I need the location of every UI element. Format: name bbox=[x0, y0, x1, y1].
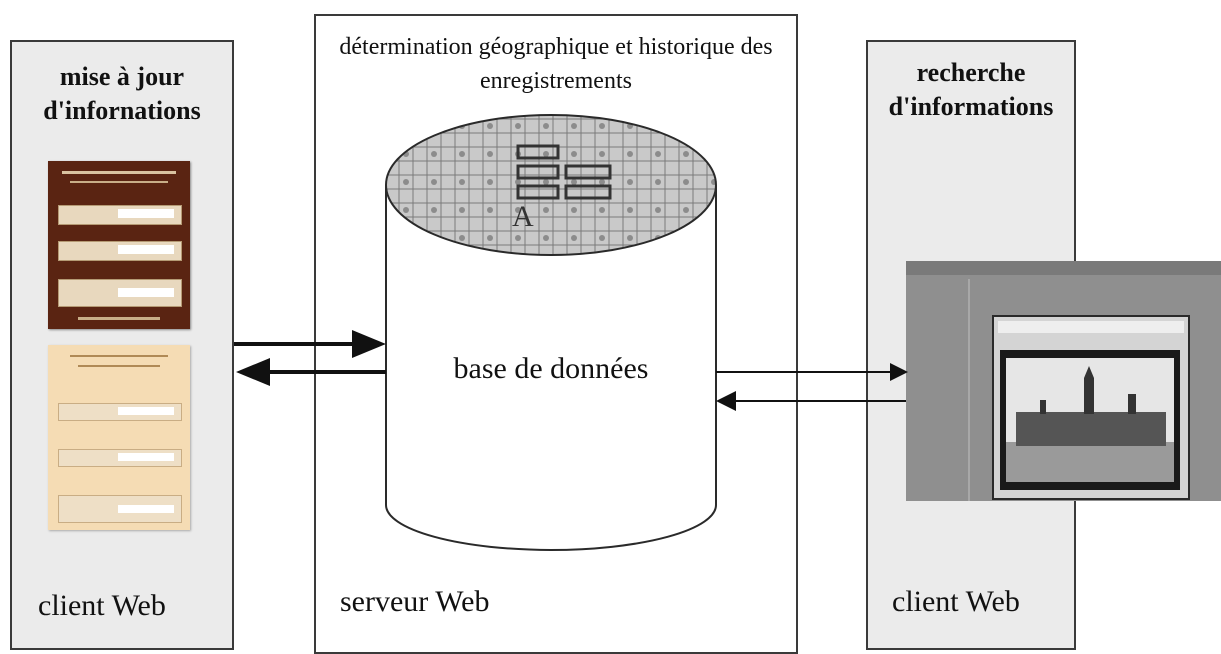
svg-text:A: A bbox=[512, 200, 534, 233]
database-cylinder: A bbox=[385, 114, 717, 551]
left-panel-title: mise à jour d'infornations bbox=[43, 62, 201, 125]
right-panel-footer: client Web bbox=[892, 585, 1020, 618]
left-panel-footer: client Web bbox=[38, 589, 166, 622]
arrow-right-icon bbox=[234, 330, 386, 358]
server-panel-footer: serveur Web bbox=[340, 585, 490, 618]
update-form-thumbnail-light bbox=[48, 345, 190, 530]
arrow-left-icon bbox=[236, 358, 386, 386]
server-panel-title: détermination géographique et historique… bbox=[339, 34, 773, 94]
building-engraving-icon bbox=[1000, 350, 1180, 490]
update-form-thumbnail-dark bbox=[48, 161, 190, 329]
arrow-right-icon bbox=[716, 363, 908, 381]
database-label: base de données bbox=[453, 352, 649, 385]
right-panel-title: recherche d'informations bbox=[888, 58, 1054, 121]
arrow-left-icon bbox=[716, 391, 906, 411]
